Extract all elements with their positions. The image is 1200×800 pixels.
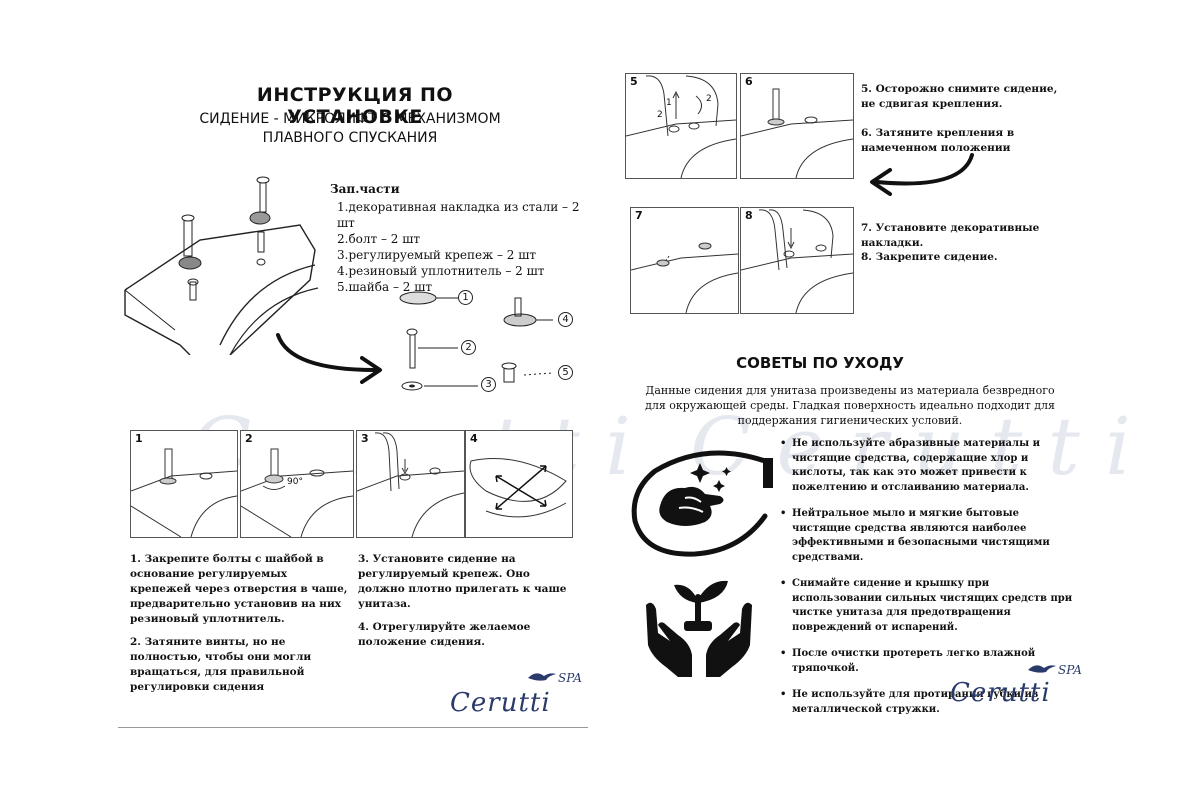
page-title: ИНСТРУКЦИЯ ПО УСТАНОВКЕ xyxy=(256,84,454,128)
step-4-illustration: 4 xyxy=(465,430,573,538)
callout-5: 5 xyxy=(558,365,573,380)
angle-label: 90° xyxy=(287,477,303,487)
callout-3: 3 xyxy=(481,377,496,392)
page-subtitle: СИДЕНИЕ - МИКРОЛИФТ С МЕХАНИЗМОМ ПЛАВНОГ… xyxy=(180,110,520,148)
arrow-label: 2 xyxy=(706,94,712,104)
parts-list: 1.декоративная накладка из стали – 2 шт … xyxy=(337,199,597,295)
instructions-column-1: 1. Закрепите болты с шайбой в основание … xyxy=(130,552,350,703)
care-bullet-item: После очистки протереть легко влажной тр… xyxy=(780,647,1080,676)
step-number: 6 xyxy=(745,75,753,88)
parts-item: 5.шайба – 2 шт xyxy=(337,280,433,294)
bird-icon xyxy=(528,673,556,681)
step-8-illustration: 8 xyxy=(740,207,854,314)
parts-item: 1.декоративная накладка из стали – 2 шт xyxy=(337,200,580,230)
logo-text: Cerutti xyxy=(950,678,1051,708)
instruction-step: 4. Отрегулируйте желаемое положение сиде… xyxy=(358,621,531,648)
step-3-illustration: 3 xyxy=(356,430,465,538)
step-number: 5 xyxy=(630,75,638,88)
subtitle-line-1: СИДЕНИЕ - МИКРОЛИФТ С МЕХАНИЗМОМ xyxy=(199,111,501,127)
step-number: 3 xyxy=(361,432,369,445)
curved-arrow-icon xyxy=(276,333,382,384)
toilet-mounting-illustration xyxy=(124,176,319,355)
parts-heading: Зап.части xyxy=(330,182,400,196)
brand-logo: SPA Cerutti xyxy=(450,668,590,728)
eco-hands-sprout-icon xyxy=(646,580,752,677)
care-bullet-item: Снимайте сидение и крышку при использова… xyxy=(780,577,1080,635)
logo-spa: SPA xyxy=(558,671,582,685)
parts-diagram xyxy=(399,291,553,391)
instruction-step: 3. Установите сидение на регулируемый кр… xyxy=(358,553,567,610)
step-6-illustration: 6 xyxy=(740,73,854,179)
step-5-text: 5. Осторожно снимите сидение, не сдвигая… xyxy=(861,83,1058,110)
curved-arrow-icon xyxy=(870,153,974,196)
callout-4: 4 xyxy=(558,312,573,327)
parts-item: 3.регулируемый крепеж – 2 шт xyxy=(337,248,537,262)
step-number: 1 xyxy=(135,432,143,445)
care-title: СОВЕТЫ ПО УХОДУ xyxy=(736,354,904,372)
bird-icon xyxy=(1028,665,1056,673)
page-divider xyxy=(118,727,588,728)
subtitle-line-2: ПЛАВНОГО СПУСКАНИЯ xyxy=(262,130,438,146)
step-5-illustration: 5 2 1 2 xyxy=(625,73,737,179)
care-bullet-item: Не используйте абразивные материалы и чи… xyxy=(780,437,1080,495)
step-1-illustration: 1 xyxy=(130,430,238,538)
step-number: 8 xyxy=(745,209,753,222)
instructions-column-2: 3. Установите сидение на регулируемый кр… xyxy=(358,552,573,658)
care-bullet-item: Не используйте для протирания губки из м… xyxy=(780,688,1080,717)
step-number: 7 xyxy=(635,209,643,222)
arrow-label: 1 xyxy=(666,98,672,108)
arrow-label: 2 xyxy=(657,110,663,120)
step-8-text: 8. Закрепите сидение. xyxy=(861,251,998,263)
parts-item: 4.резиновый уплотнитель – 2 шт xyxy=(337,264,545,278)
callout-2: 2 xyxy=(461,340,476,355)
step-7-illustration: 7 xyxy=(630,207,739,314)
brand-logo: SPA Cerutti xyxy=(950,660,1090,720)
step-6-text: 6. Затяните крепления в намеченном полож… xyxy=(861,127,1015,154)
care-bullets: Не используйте абразивные материалы и чи… xyxy=(780,437,1080,729)
care-intro: Данные сидения для унитаза произведены и… xyxy=(645,384,1055,427)
step-number: 2 xyxy=(245,432,253,445)
instruction-step: 2. Затяните винты, но не полностью, чтоб… xyxy=(130,636,312,693)
instruction-step: 1. Закрепите болты с шайбой в основание … xyxy=(130,553,348,625)
logo-text: Cerutti xyxy=(450,688,551,718)
parts-item: 2.болт – 2 шт xyxy=(337,232,421,246)
step-number: 4 xyxy=(470,432,478,445)
callout-1: 1 xyxy=(458,290,473,305)
step-7-text: 7. Установите декоративные накладки. xyxy=(861,222,1040,249)
step-2-illustration: 2 90° xyxy=(240,430,354,538)
care-bullet-item: Нейтральное мыло и мягкие бытовые чистящ… xyxy=(780,507,1080,565)
logo-spa: SPA xyxy=(1058,663,1082,677)
washing-hands-seat-icon xyxy=(631,450,773,557)
